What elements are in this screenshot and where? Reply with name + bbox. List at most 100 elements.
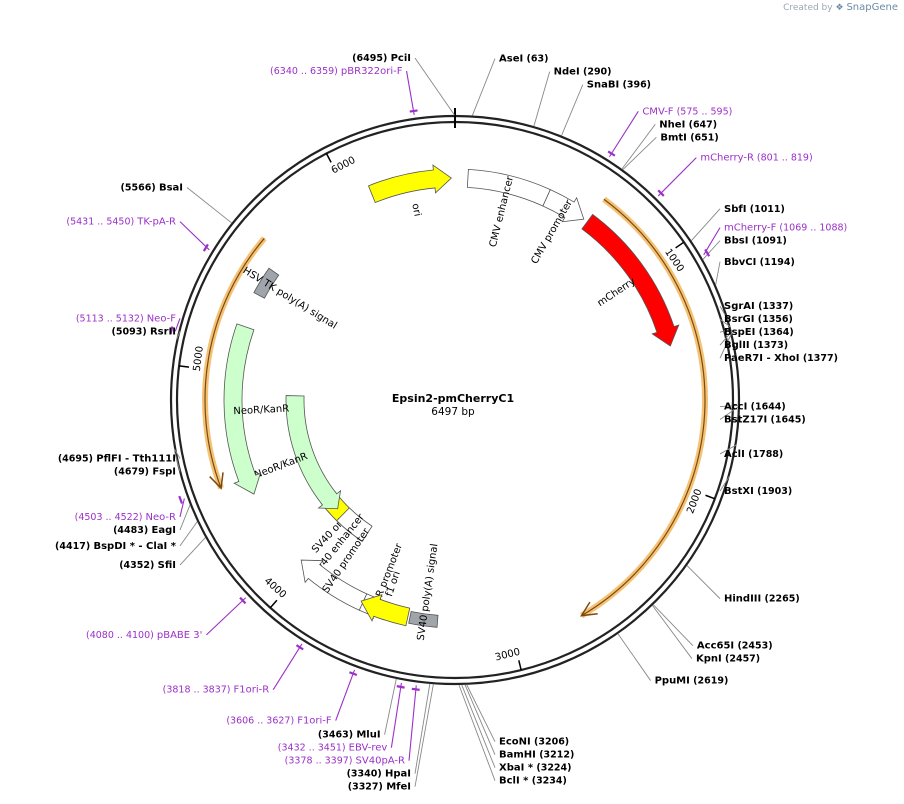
primer-name-tk-pa-r: TK-pA-R bbox=[136, 217, 176, 228]
leader-eagi bbox=[179, 504, 191, 531]
leader-pbr322ori-f bbox=[406, 70, 415, 115]
enzyme-pos-mlui: (3463) bbox=[318, 730, 356, 741]
leader-xbai bbox=[461, 684, 496, 768]
leader-acc65i bbox=[652, 604, 694, 647]
enzyme-name-mfei: MfeI bbox=[386, 782, 411, 793]
primer-label-pbr322ori-f: (6340 .. 6359) pBR322ori-F bbox=[270, 66, 403, 77]
enzyme-label-bsai: (5566) BsaI bbox=[121, 183, 183, 194]
enzyme-pos-bcli: (3234) bbox=[528, 776, 566, 787]
enzyme-pos-nhei: (647) bbox=[685, 119, 717, 130]
enzyme-label-sfii: (4352) SfiI bbox=[119, 560, 176, 571]
enzyme-pos-acli: (1788) bbox=[745, 449, 783, 460]
leader-hindiii bbox=[686, 565, 721, 599]
primer-label-sv40pa-r: (3378 .. 3397) SV40pA-R bbox=[285, 756, 405, 767]
leader-mlui bbox=[384, 678, 397, 735]
plasmid-size: 6497 bp bbox=[431, 406, 475, 418]
snapgene-brand: Created by ❖ SnapGene bbox=[783, 2, 898, 13]
primer-name-neo-f: Neo-F bbox=[147, 313, 177, 324]
leader-bbsi bbox=[702, 240, 721, 260]
enzyme-pos-xbai: (3224) bbox=[533, 763, 571, 774]
enzyme-pos-hindiii: (2265) bbox=[761, 594, 799, 605]
leader-pbabe-3 bbox=[206, 597, 247, 636]
leader-paer7i-xhoi bbox=[719, 332, 733, 359]
feature-cmv-promoter-2 bbox=[542, 189, 585, 223]
enzyme-pos-pflfi-tth111i: (4695) bbox=[58, 454, 96, 465]
primer-range-f1ori-f: (3606 .. 3627) bbox=[226, 716, 297, 727]
leader-bmti bbox=[622, 136, 657, 170]
enzyme-pos-bsrgi: (1356) bbox=[754, 314, 792, 325]
enzyme-name-hindiii: HindIII bbox=[724, 594, 761, 605]
feature-sv40-enhancer-5 bbox=[336, 507, 373, 542]
enzyme-label-sgrai: SgrAI (1337) bbox=[724, 301, 793, 312]
orf-arrowhead-0 bbox=[580, 601, 598, 617]
primer-site-mcherry-f bbox=[704, 248, 711, 257]
enzyme-name-sgrai: SgrAI bbox=[724, 301, 755, 312]
leader-pcii bbox=[414, 57, 455, 116]
enzyme-name-bglii: BglII bbox=[724, 340, 750, 351]
feature-ori-0 bbox=[367, 164, 452, 204]
created-by-label: Created by bbox=[783, 3, 833, 13]
leader-neo-f bbox=[174, 318, 181, 332]
enzyme-label-bglii: BglII (1373) bbox=[724, 340, 788, 351]
enzyme-name-bsai: BsaI bbox=[159, 183, 183, 194]
leader-mfei bbox=[414, 684, 434, 787]
primer-range-neo-f: (5113 .. 5132) bbox=[76, 313, 147, 324]
enzyme-pos-pcii: (6495) bbox=[352, 53, 390, 64]
primer-range-sv40pa-r: (3378 .. 3397) bbox=[285, 756, 356, 767]
primer-site-pbr322ori-f bbox=[409, 109, 418, 113]
enzyme-pos-paer7i-xhoi: (1377) bbox=[800, 353, 838, 364]
plasmid-name: Epsin2-pmCherryC1 bbox=[392, 392, 514, 405]
leader-cmv-f bbox=[608, 110, 639, 158]
enzyme-name-eagi: EagI bbox=[152, 525, 176, 536]
leader-kpni bbox=[652, 605, 693, 659]
brand-name: SnapGene bbox=[846, 2, 898, 13]
enzyme-name-paer7i-xhoi: PaeR7I - XhoI bbox=[724, 353, 800, 364]
enzyme-label-acci: AccI (1644) bbox=[724, 402, 786, 413]
leader-f1ori-f bbox=[335, 669, 356, 721]
enzyme-pos-bbvci: (1194) bbox=[756, 257, 794, 268]
enzyme-name-bbsi: BbsI bbox=[724, 236, 748, 247]
enzyme-pos-bamhi: (3212) bbox=[536, 750, 574, 761]
enzyme-label-bamhi: BamHI (3212) bbox=[499, 750, 574, 761]
enzyme-pos-kpni: (2457) bbox=[722, 654, 760, 665]
primer-site-ebv-rev bbox=[396, 685, 405, 689]
leader-bspei bbox=[719, 328, 732, 333]
orf-layer bbox=[202, 196, 708, 619]
enzyme-pos-ppumi: (2619) bbox=[690, 676, 728, 687]
enzyme-label-eagi: (4483) EagI bbox=[113, 525, 176, 536]
primer-label-ebv-rev: (3432 .. 3451) EBV-rev bbox=[278, 743, 388, 754]
leader-econi bbox=[466, 684, 496, 742]
leader-acci bbox=[719, 404, 740, 407]
orf-arrowhead-1 bbox=[209, 472, 224, 490]
enzyme-name-bamhi: BamHI bbox=[499, 750, 536, 761]
enzyme-name-bspdi-clai: BspDI * - ClaI * bbox=[93, 541, 176, 552]
primer-name-mcherry-f: mCherry-F bbox=[724, 223, 777, 234]
enzyme-name-pflfi-tth111i: PflFI - Tth111I bbox=[96, 454, 176, 465]
orf-line-0 bbox=[581, 198, 706, 617]
feature-label-mcherry-3: mCherry bbox=[596, 276, 638, 309]
leader-fspi bbox=[174, 452, 181, 472]
tick-1000 bbox=[675, 241, 685, 249]
leader-bsai bbox=[186, 187, 232, 224]
primer-site-neo-f bbox=[169, 326, 174, 335]
enzyme-label-bstxi: BstXI (1903) bbox=[724, 486, 792, 497]
feature-mcherry-3 bbox=[581, 213, 680, 347]
feature-label-ori-0: ori bbox=[409, 203, 422, 218]
enzyme-label-hindiii: HindIII (2265) bbox=[724, 594, 800, 605]
enzyme-label-bsrgi: BsrGI (1356) bbox=[724, 314, 793, 325]
primer-site-mcherry-r bbox=[657, 189, 665, 197]
primer-label-neo-r: (4503 .. 4522) Neo-R bbox=[75, 512, 176, 523]
enzyme-pos-acci: (1644) bbox=[747, 402, 785, 413]
enzyme-name-hpai: HpaI bbox=[385, 769, 411, 780]
enzyme-label-snabi: SnaBI (396) bbox=[587, 80, 651, 91]
leader-bsrgi bbox=[719, 318, 731, 328]
feature-sv40-poly-a-signal-9 bbox=[408, 611, 439, 628]
feature-f1-ori-8 bbox=[360, 594, 411, 627]
leader-bstz17i bbox=[719, 405, 741, 420]
leader-mcherry-r bbox=[657, 157, 697, 197]
enzyme-pos-bspei: (1364) bbox=[755, 327, 793, 338]
enzyme-label-bbvci: BbvCI (1194) bbox=[724, 257, 795, 268]
tick-3000 bbox=[518, 660, 522, 671]
